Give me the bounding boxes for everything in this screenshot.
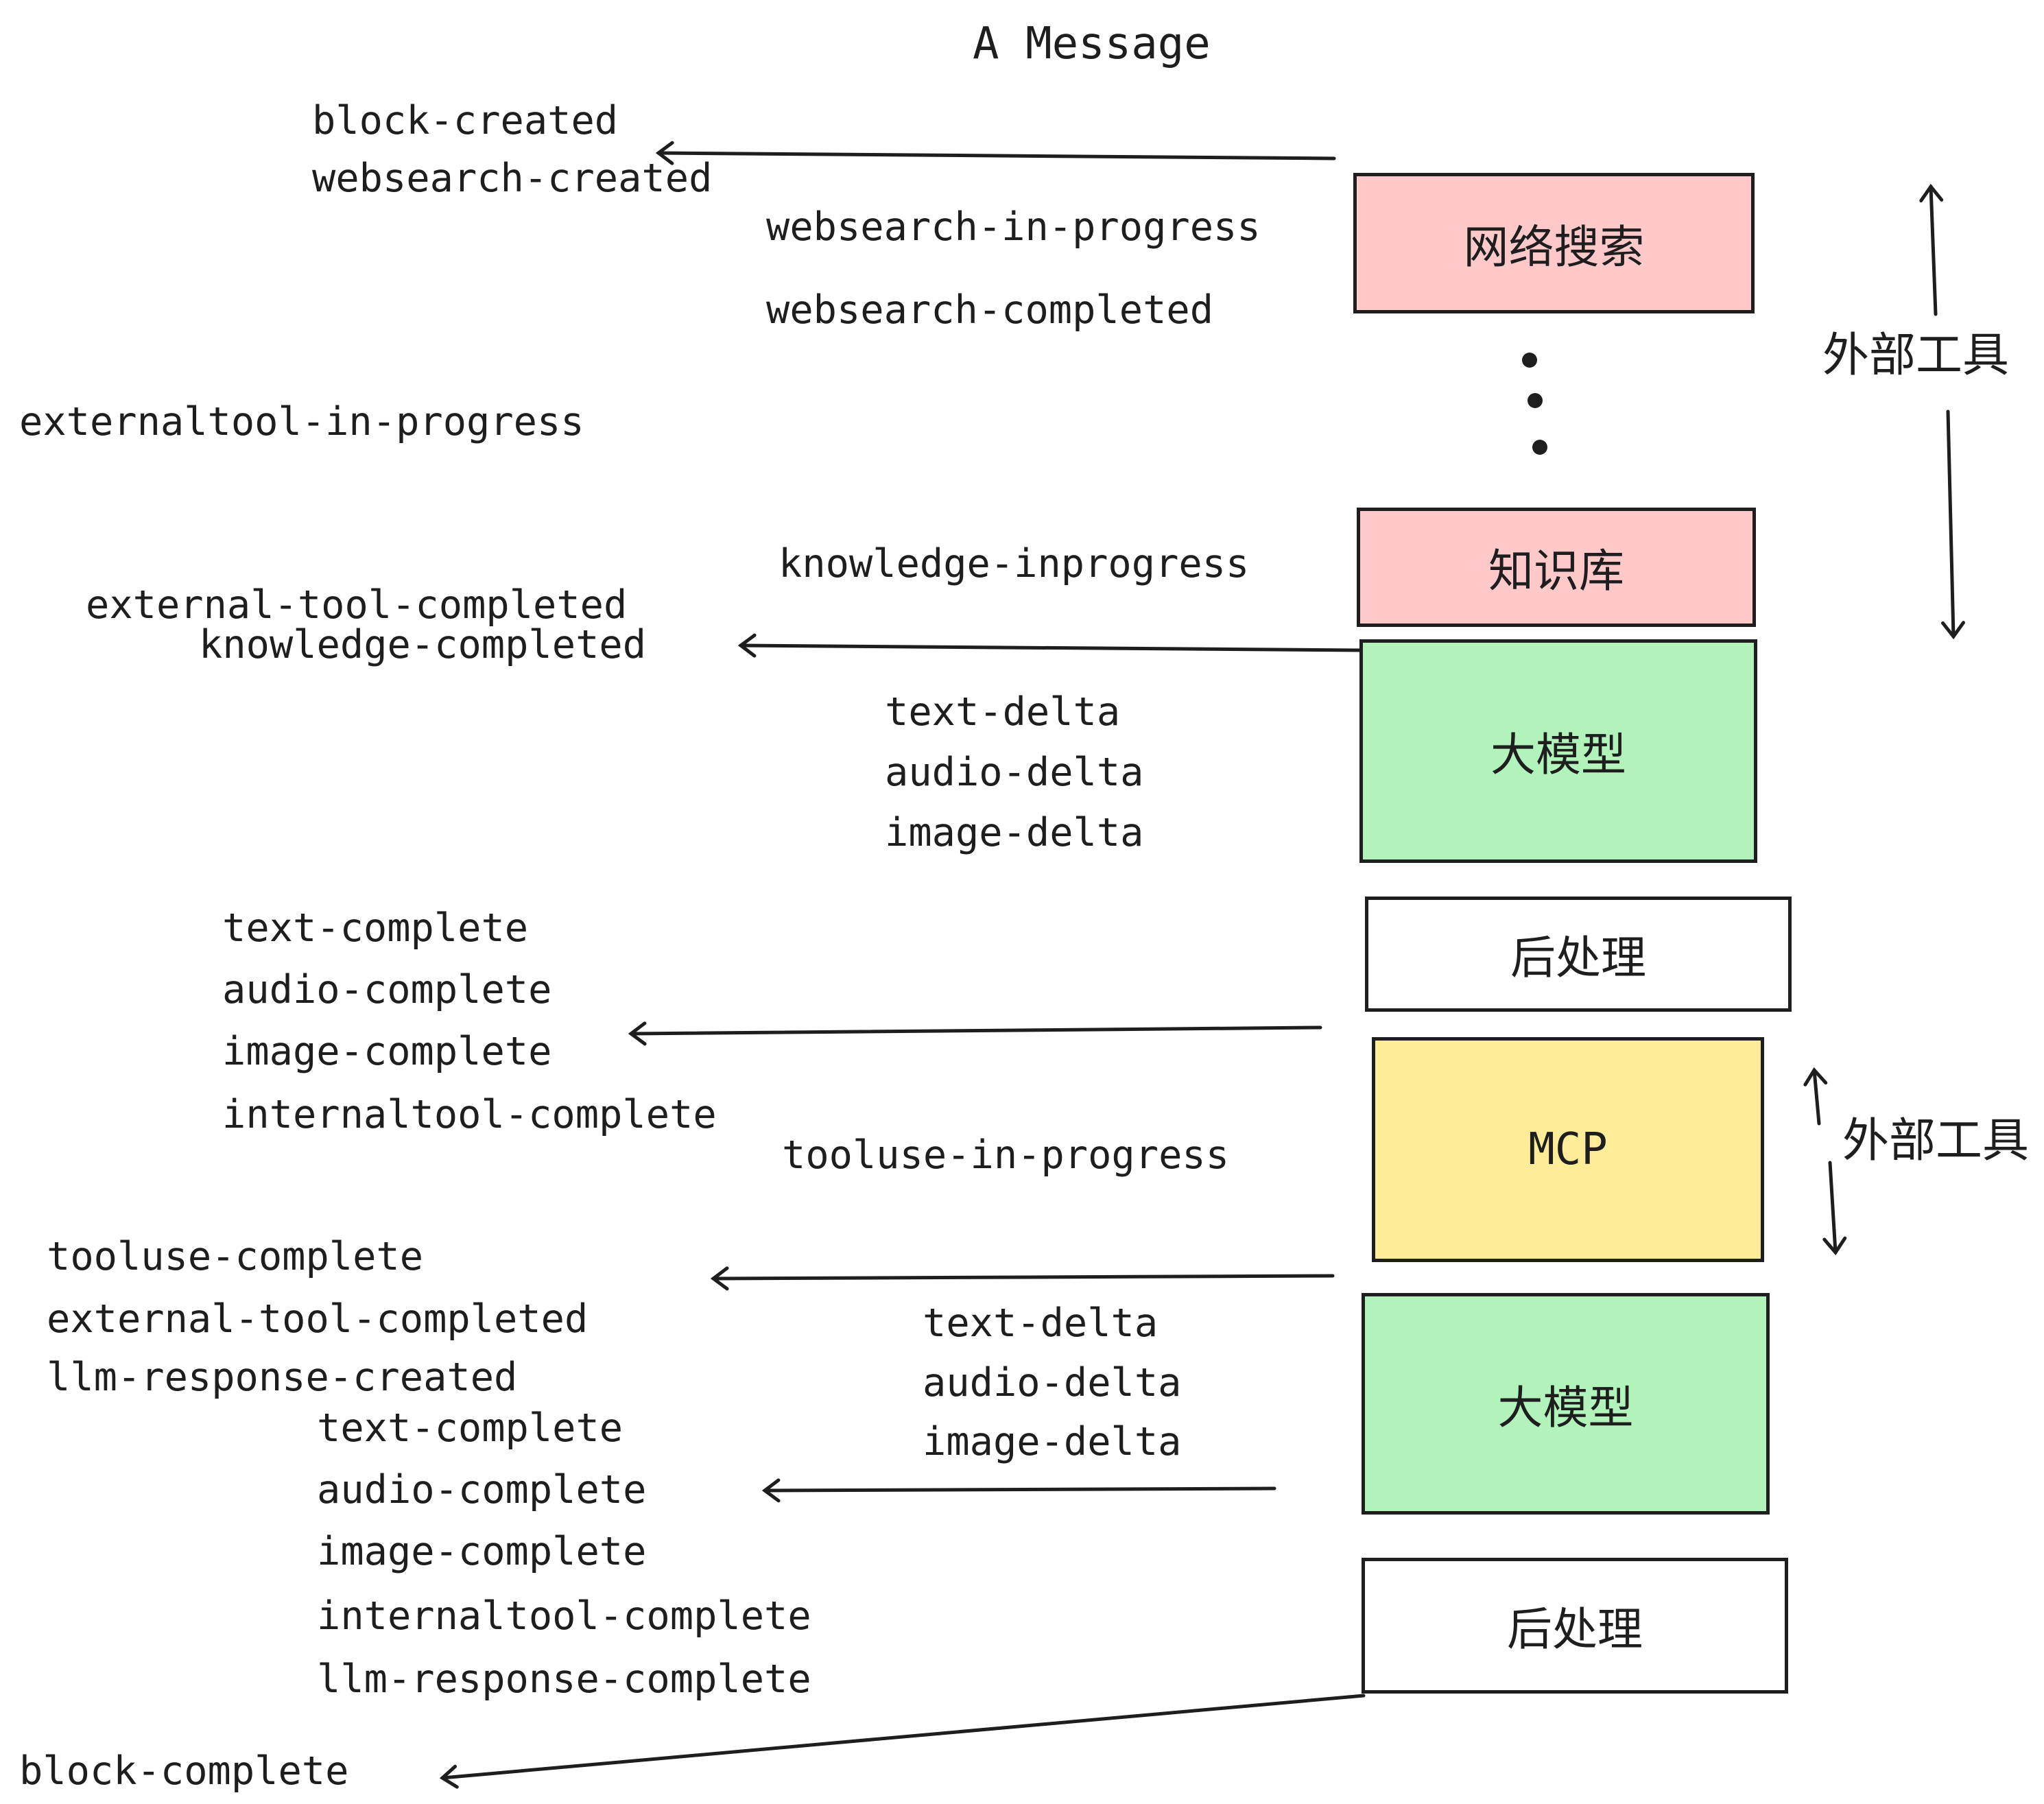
event-label-tooluse-complete: tooluse-complete	[47, 1234, 424, 1279]
arrow-audio-complete	[761, 1478, 1276, 1503]
event-label-text-delta-1: text-delta	[885, 689, 1121, 735]
event-label-audio-complete-2: audio-complete	[317, 1467, 647, 1512]
node-llm-1-label: 大模型	[1490, 728, 1626, 781]
node-knowledge-label: 知识库	[1488, 545, 1624, 597]
event-label-image-delta-1: image-delta	[885, 810, 1144, 855]
event-label-audio-delta-2: audio-delta	[923, 1360, 1182, 1405]
event-label-text-complete-2: text-complete	[317, 1405, 623, 1451]
arrow-image-complete	[628, 1021, 1322, 1046]
event-label-websearch-completed: websearch-completed	[766, 287, 1214, 333]
event-label-external-tool-completed: external-tool-completed	[86, 582, 628, 628]
node-websearch: 网络搜索	[1353, 173, 1755, 313]
node-postprocess-1-label: 后处理	[1510, 931, 1646, 984]
event-label-block-created: block-created	[312, 98, 619, 143]
event-label-audio-delta-1: audio-delta	[885, 750, 1144, 795]
diagram-title: A Message	[973, 19, 1211, 69]
event-label-llm-response-complete: llm-response-complete	[317, 1657, 811, 1702]
node-knowledge: 知识库	[1357, 508, 1756, 627]
event-label-text-complete-1: text-complete	[222, 905, 529, 951]
annotation-external-tools-mcp: 外部工具	[1842, 1114, 2030, 1168]
arrow-mcp-tools-down	[1822, 1161, 1847, 1256]
event-label-image-complete-2: image-complete	[317, 1529, 647, 1574]
event-label-internaltool-complete-1: internaltool-complete	[222, 1092, 717, 1137]
node-llm-2-label: 大模型	[1497, 1381, 1634, 1434]
arrow-knowledge-completed	[737, 633, 1364, 658]
event-label-block-complete: block-complete	[19, 1748, 349, 1794]
arrow-external-tools-up	[1919, 183, 1944, 316]
event-label-knowledge-inprogress: knowledge-inprogress	[779, 541, 1250, 586]
node-postprocess-1: 后处理	[1365, 897, 1792, 1012]
event-label-external-tool-completed-2: external-tool-completed	[47, 1296, 589, 1342]
arrow-mcp-tools-up	[1803, 1067, 1828, 1126]
event-label-externaltool-in-progress: externaltool-in-progress	[19, 399, 584, 444]
arrow-block-complete	[439, 1694, 1366, 1789]
arrow-external-tools-down	[1941, 410, 1966, 640]
ellipsis-dots	[1522, 353, 1547, 455]
event-label-image-complete-1: image-complete	[222, 1029, 552, 1074]
node-llm-1: 大模型	[1359, 639, 1757, 863]
event-label-tooluse-in-progress: tooluse-in-progress	[782, 1132, 1230, 1178]
node-postprocess-2: 后处理	[1362, 1558, 1788, 1694]
node-websearch-label: 网络搜索	[1463, 220, 1645, 274]
event-label-websearch-created: websearch-created	[312, 156, 713, 201]
event-label-websearch-in-progress: websearch-in-progress	[766, 204, 1261, 250]
annotation-external-tools-top: 外部工具	[1822, 329, 2010, 383]
arrow-tooluse-complete	[710, 1266, 1335, 1291]
event-label-llm-response-created: llm-response-created	[47, 1355, 518, 1400]
node-postprocess-2-label: 后处理	[1507, 1603, 1643, 1656]
event-label-knowledge-completed: knowledge-completed	[199, 622, 647, 667]
node-mcp: MCP	[1372, 1037, 1764, 1262]
node-llm-2: 大模型	[1362, 1293, 1770, 1515]
event-label-internaltool-complete-2: internaltool-complete	[317, 1593, 811, 1639]
arrow-block-created	[655, 141, 1336, 165]
node-mcp-label: MCP	[1528, 1124, 1608, 1175]
event-label-audio-complete-1: audio-complete	[222, 967, 552, 1012]
event-label-text-delta-2: text-delta	[923, 1301, 1158, 1346]
event-label-image-delta-2: image-delta	[923, 1419, 1182, 1464]
